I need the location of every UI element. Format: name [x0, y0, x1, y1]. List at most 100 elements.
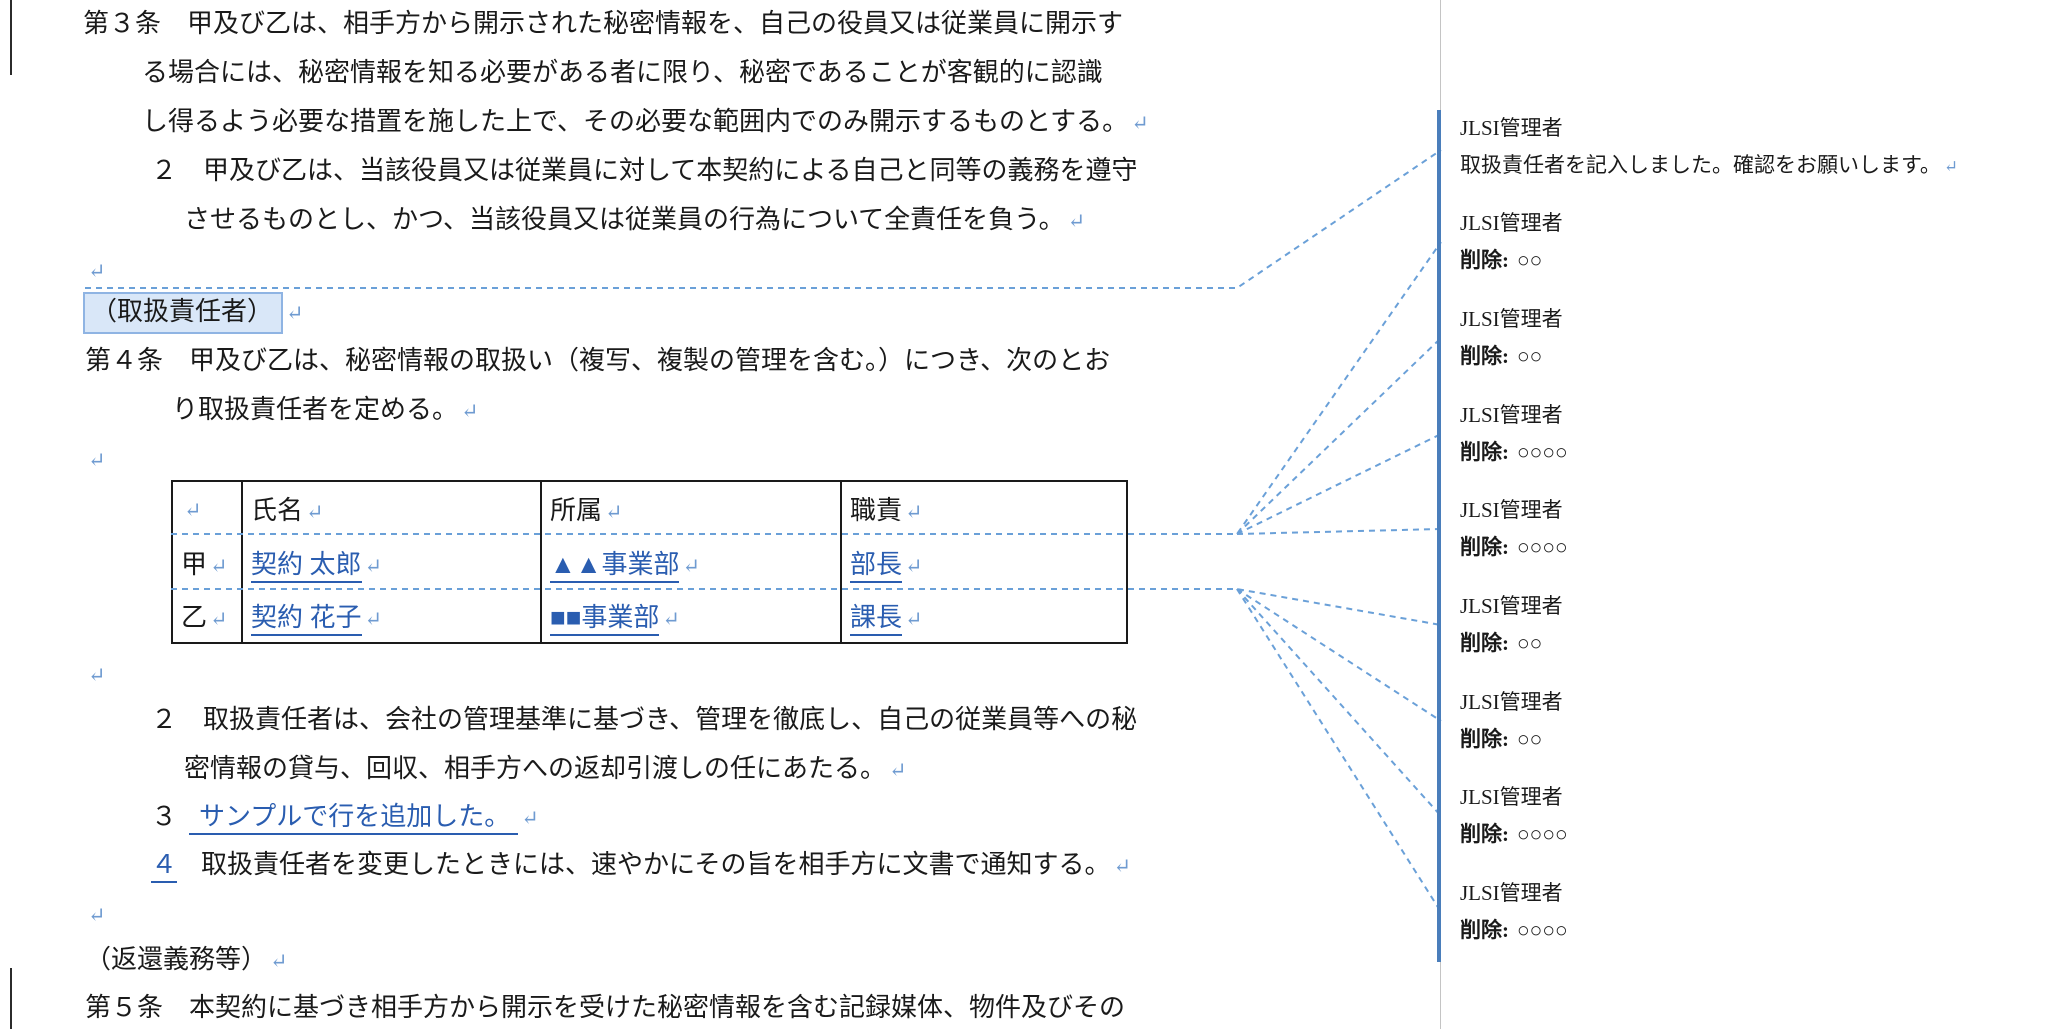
revision-change-bar	[1437, 110, 1441, 962]
revision-action-label: 削除:	[1460, 344, 1509, 368]
article4-item2-line1: ２ 取扱責任者は、会社の管理基準に基づき、管理を徹底し、自己の従業員等への秘	[151, 702, 1137, 738]
pilcrow-icon: ↵	[461, 400, 479, 423]
comment-body-line: 削除:○○○○	[1460, 816, 1568, 853]
inserted-text: ■■事業部	[550, 603, 660, 636]
deleted-text: ○○	[1517, 248, 1543, 272]
deletion-balloon[interactable]: JLSI管理者 削除:○○	[1460, 301, 1563, 375]
revision-action-label: 削除:	[1460, 918, 1509, 942]
deletion-balloon[interactable]: JLSI管理者 削除: ○○	[1460, 205, 1563, 279]
page-left-edge-bottom	[10, 968, 12, 1029]
comment-body-line: 削除: ○○	[1460, 338, 1563, 375]
department-cell[interactable]: ▲▲事業部↵	[540, 535, 842, 589]
article3-item2-line2: させるものとし、かつ、当該役員又は従業員の行為について全責任を負う。↵	[184, 202, 1085, 240]
pilcrow-icon: ↵	[184, 498, 202, 522]
deleted-text: ○○○○	[1517, 535, 1568, 559]
party-label: 甲	[181, 549, 208, 579]
pilcrow-icon: ↵	[682, 554, 700, 578]
article3-item2-line1: ２ 甲及び乙は、当該役員又は従業員に対して本契約による自己と同等の義務を遵守	[151, 153, 1137, 189]
comment-author: JLSI管理者	[1460, 116, 1563, 140]
article4-item4-line: ４ 取扱責任者を変更したときには、速やかにその旨を相手方に文書で通知する。↵	[151, 847, 1131, 885]
pilcrow-icon: ↵	[88, 260, 106, 283]
deletion-balloon[interactable]: JLSI管理者 削除:○○○○	[1460, 875, 1568, 949]
header-cell-department: 所属↵	[540, 480, 842, 535]
deletion-balloon[interactable]: JLSI管理者 削除: ○○	[1460, 684, 1563, 758]
deleted-text: ○○	[1517, 344, 1543, 368]
party-label: 乙	[181, 603, 208, 632]
deletion-balloon[interactable]: JLSI管理者 削除:○○○○	[1460, 779, 1568, 853]
inserted-text: ▲▲事業部	[550, 549, 680, 583]
name-cell[interactable]: 契約 太郎↵	[241, 535, 542, 589]
empty-paragraph: ↵	[85, 441, 105, 479]
pilcrow-icon: ↵	[364, 554, 382, 578]
comment-balloon[interactable]: JLSI管理者 取扱責任者を記入しました。確認をお願いします。↵	[1460, 110, 1958, 185]
pilcrow-icon: ↵	[905, 608, 923, 631]
comment-author: JLSI管理者	[1460, 690, 1563, 714]
pilcrow-icon: ↵	[905, 554, 923, 578]
comment-author: JLSI管理者	[1460, 594, 1563, 618]
comment-author: JLSI管理者	[1460, 498, 1563, 522]
header-cell-name: 氏名↵	[241, 480, 542, 535]
deleted-text: ○○○○	[1517, 918, 1568, 942]
deletion-balloon[interactable]: JLSI管理者 削除:○○○○	[1460, 492, 1568, 566]
article-text: ２ 甲及び乙は、当該役員又は従業員に対して本契約による自己と同等の義務を遵守	[151, 156, 1138, 185]
comment-body-line: 取扱責任者を記入しました。確認をお願いします。↵	[1460, 147, 1958, 185]
pilcrow-icon: ↵	[905, 501, 923, 524]
pilcrow-icon: ↵	[88, 664, 106, 687]
deleted-text: ○○	[1517, 631, 1543, 655]
pilcrow-icon: ↵	[364, 608, 382, 631]
empty-paragraph: ↵	[85, 656, 105, 694]
article-text: ２ 取扱責任者は、会社の管理基準に基づき、管理を徹底し、自己の従業員等への秘	[151, 705, 1138, 734]
comment-author: JLSI管理者	[1460, 403, 1563, 427]
inserted-item-number: ４	[151, 850, 178, 883]
tracked-change-highlight-box: （取扱責任者）	[83, 292, 284, 334]
article-text: り取扱責任者を定める。	[172, 395, 459, 424]
revision-action-label: 削除:	[1460, 822, 1509, 846]
article-text: 取扱責任者を変更したときには、速やかにその旨を相手方に文書で通知する。	[201, 850, 1111, 879]
article3-line2: る場合には、秘密情報を知る必要がある者に限り、秘密であることが客観的に認識	[142, 55, 1103, 91]
revision-action-label: 削除:	[1460, 248, 1509, 272]
pilcrow-icon: ↵	[1113, 855, 1131, 878]
department-cell[interactable]: ■■事業部↵	[540, 589, 842, 644]
comment-body-line: 削除:○○○○	[1460, 529, 1568, 566]
article5-heading-line: （返還義務等）↵	[85, 942, 287, 980]
table-header-row: ↵ 氏名↵ 所属↵ 職責↵	[171, 480, 1128, 535]
deletion-balloon[interactable]: JLSI管理者 削除:○○○○	[1460, 397, 1568, 471]
revision-action-label: 削除:	[1460, 727, 1509, 751]
comment-text: 取扱責任者を記入しました。確認をお願いします。	[1460, 153, 1941, 177]
title-cell[interactable]: 課長↵	[840, 589, 1128, 644]
item-number: ３	[151, 802, 178, 831]
article-text: る場合には、秘密情報を知る必要がある者に限り、秘密であることが客観的に認識	[142, 58, 1103, 87]
comment-author: JLSI管理者	[1460, 211, 1563, 235]
article3-line3: し得るよう必要な措置を施した上で、その必要な範囲内でのみ開示するものとする。↵	[142, 104, 1149, 142]
article5-heading: （返還義務等）	[85, 945, 268, 974]
pilcrow-icon: ↵	[1943, 157, 1958, 176]
pilcrow-icon: ↵	[210, 554, 228, 578]
inserted-text: 課長	[850, 603, 903, 636]
pilcrow-icon: ↵	[889, 759, 907, 782]
article4-heading-line: （取扱責任者） ↵	[83, 292, 303, 334]
name-cell[interactable]: 契約 花子↵	[241, 589, 542, 644]
table-row-otsu: 乙↵ 契約 花子↵ ■■事業部↵ 課長↵	[171, 589, 1128, 644]
header-label: 氏名	[251, 496, 304, 525]
pilcrow-icon: ↵	[210, 608, 228, 631]
pilcrow-icon: ↵	[286, 302, 304, 325]
article-text: 密情報の貸与、回収、相手方への返却引渡しの任にあたる。	[184, 754, 887, 783]
inserted-text: 契約 太郎	[251, 549, 362, 583]
inserted-text: サンプルで行を追加した。	[189, 802, 519, 835]
party-cell: 乙↵	[171, 589, 243, 644]
header-label: 所属	[550, 496, 603, 525]
comment-body-line: 削除: ○○○○	[1460, 912, 1568, 949]
title-cell[interactable]: 部長↵	[840, 535, 1128, 589]
article4-heading: （取扱責任者）	[91, 297, 274, 326]
pilcrow-icon: ↵	[1131, 112, 1149, 135]
empty-paragraph: ↵	[85, 252, 105, 290]
header-cell-title: 職責↵	[840, 480, 1128, 535]
pilcrow-icon: ↵	[270, 950, 288, 973]
comment-body-line: 削除: ○○	[1460, 242, 1563, 279]
page-left-edge-top	[10, 0, 12, 75]
deletion-balloon[interactable]: JLSI管理者 削除:○○	[1460, 588, 1563, 662]
deleted-text: ○○	[1517, 727, 1543, 751]
responsible-persons-table: ↵ 氏名↵ 所属↵ 職責↵ 甲↵ 契約 太郎↵ ▲▲事業部↵ 部長↵ 乙↵ 契約…	[171, 480, 1128, 644]
